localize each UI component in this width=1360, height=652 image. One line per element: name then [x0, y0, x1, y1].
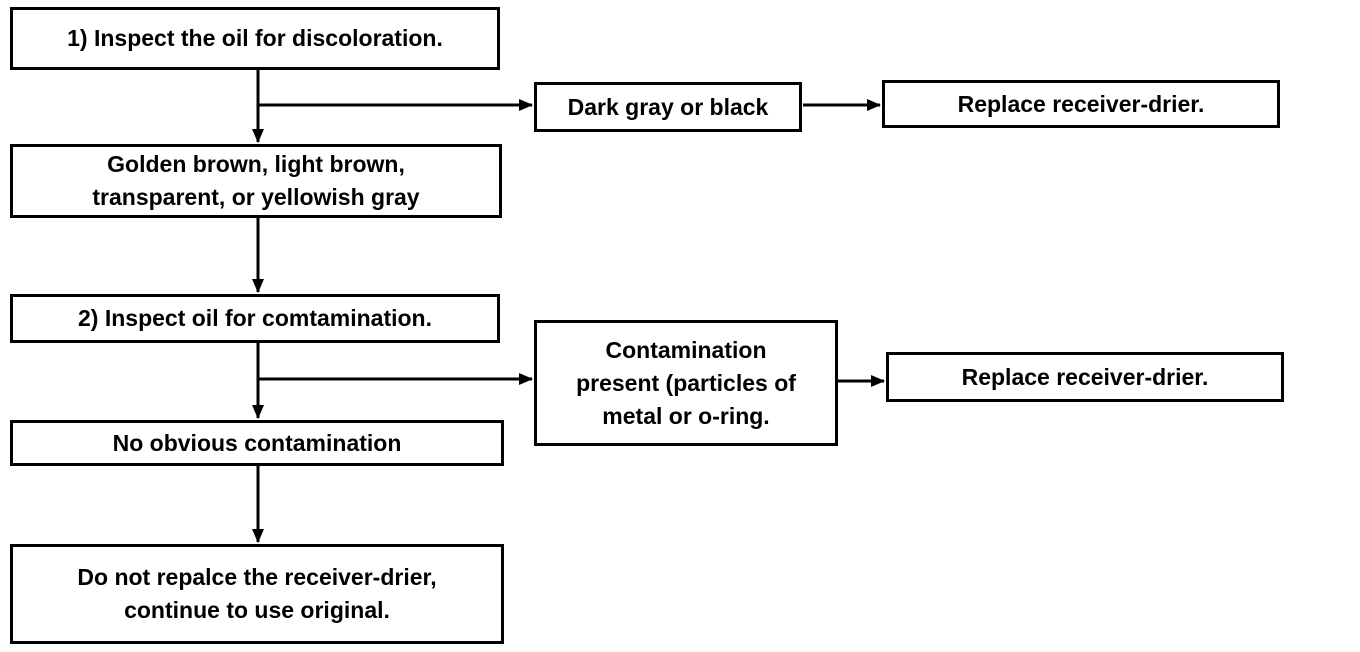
step-inspect-discoloration: 1) Inspect the oil for discoloration.: [10, 7, 500, 70]
step-inspect-contamination: 2) Inspect oil for comtamination.: [10, 294, 500, 343]
result-no-contamination: No obvious contamination: [10, 420, 504, 466]
result-contamination-present: Contamination present (particles of meta…: [534, 320, 838, 446]
result-golden-brown: Golden brown, light brown, transparent, …: [10, 144, 502, 218]
action-replace-receiver-drier-2: Replace receiver-drier.: [886, 352, 1284, 402]
result-dark-gray-black: Dark gray or black: [534, 82, 802, 132]
action-replace-receiver-drier-1: Replace receiver-drier.: [882, 80, 1280, 128]
action-do-not-replace: Do not repalce the receiver-drier, conti…: [10, 544, 504, 644]
